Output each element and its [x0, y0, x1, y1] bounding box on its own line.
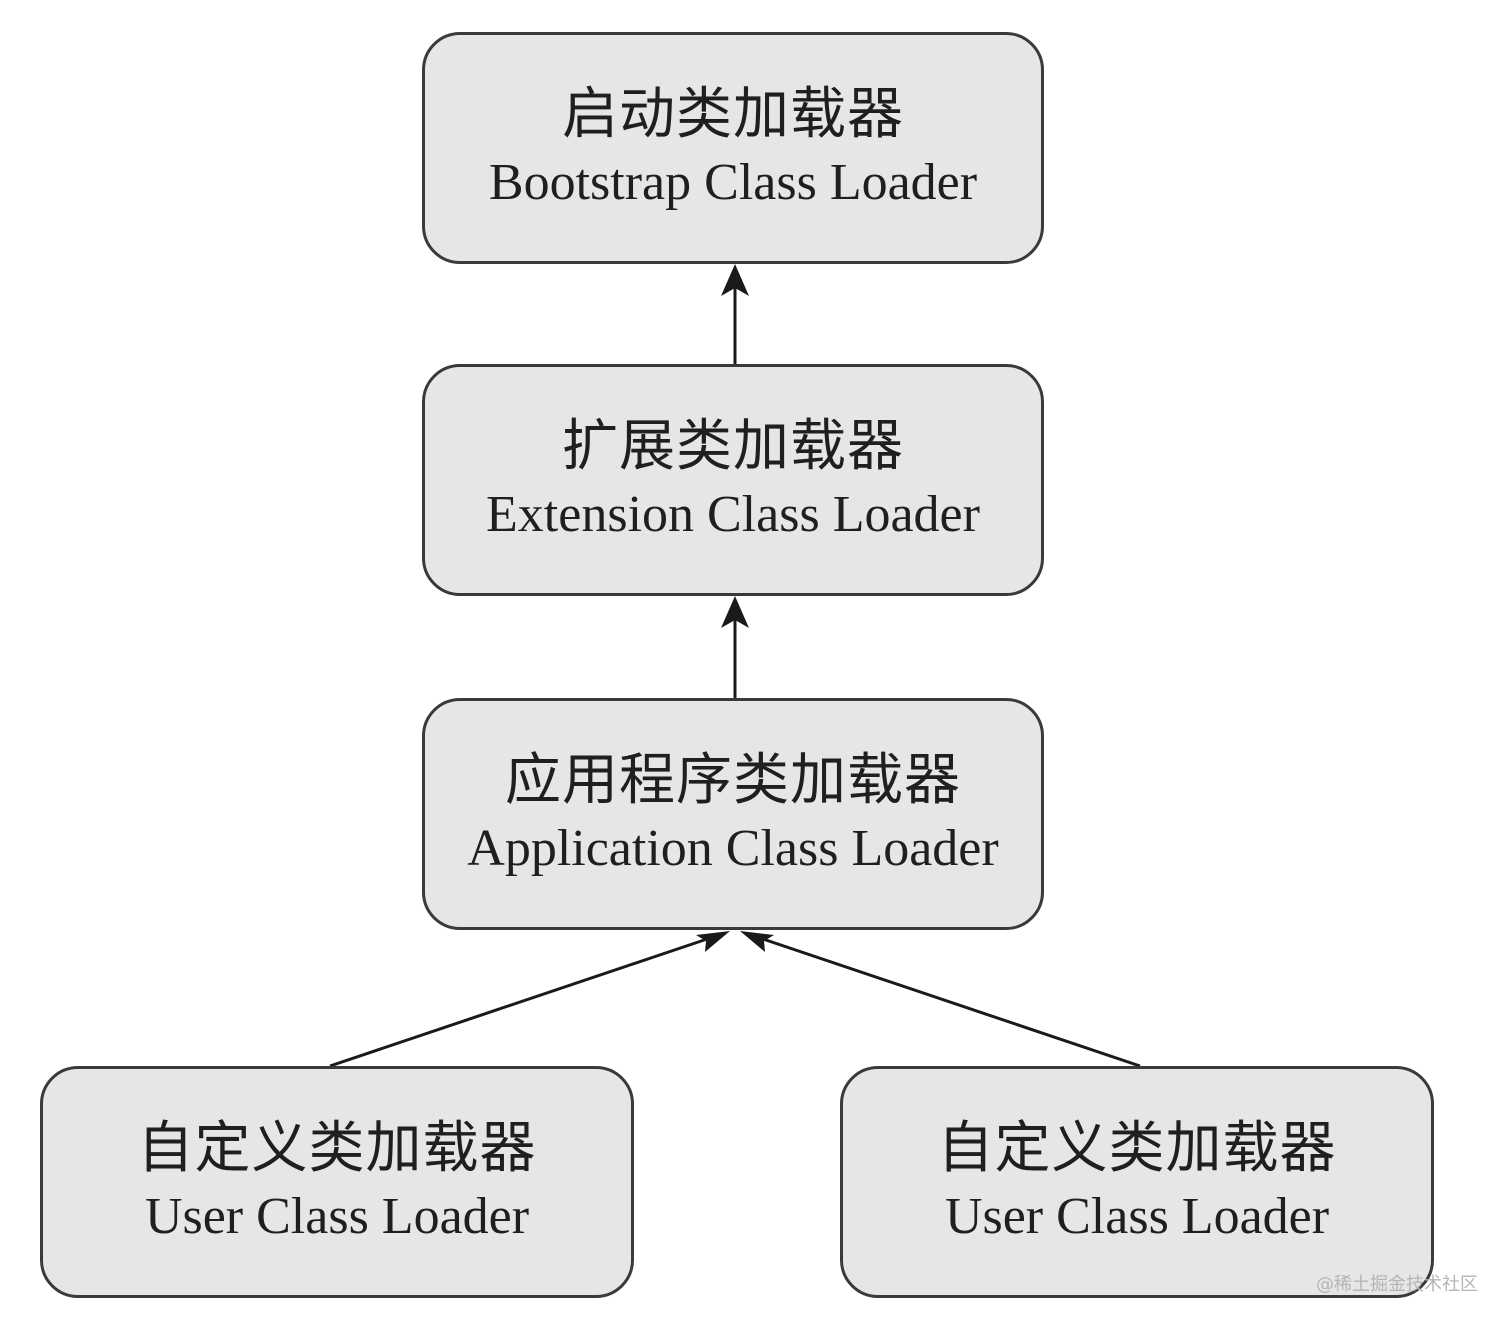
- node-bootstrap-en-label: Bootstrap Class Loader: [488, 154, 978, 211]
- arrowhead-user-left-to-application: [696, 931, 730, 952]
- node-application-en-label: Application Class Loader: [467, 820, 999, 877]
- arrowhead-user-right-to-application: [740, 931, 774, 952]
- node-user-left-zh-label: 自定义类加载器: [137, 1116, 537, 1181]
- node-user-right-zh-label: 自定义类加载器: [937, 1116, 1337, 1181]
- node-extension-en-label: Extension Class Loader: [486, 486, 980, 543]
- arrow-user-left-to-application: [329, 932, 723, 1068]
- node-bootstrap-class-loader: 启动类加载器 Bootstrap Class Loader: [422, 32, 1044, 264]
- node-user-left-en-label: User Class Loader: [144, 1188, 530, 1245]
- arrowhead-extension-to-bootstrap: [721, 264, 749, 296]
- arrowhead-application-to-extension: [721, 596, 749, 628]
- node-application-class-loader: 应用程序类加载器 Application Class Loader: [422, 698, 1044, 930]
- node-application-zh-label: 应用程序类加载器: [505, 748, 961, 813]
- arrow-user-right-to-application: [747, 932, 1141, 1068]
- watermark-text: @稀土掘金技术社区: [1316, 1274, 1478, 1295]
- node-extension-class-loader: 扩展类加载器 Extension Class Loader: [422, 364, 1044, 596]
- node-user-class-loader-left: 自定义类加载器 User Class Loader: [40, 1066, 634, 1298]
- node-extension-zh-label: 扩展类加载器: [562, 414, 904, 479]
- node-user-right-en-label: User Class Loader: [944, 1188, 1330, 1245]
- node-user-class-loader-right: 自定义类加载器 User Class Loader: [840, 1066, 1434, 1298]
- node-bootstrap-zh-label: 启动类加载器: [562, 82, 904, 147]
